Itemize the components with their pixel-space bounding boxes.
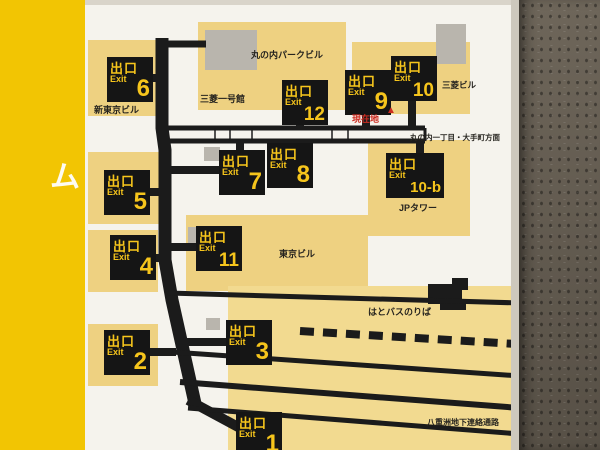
exit-kanji: 出口 <box>110 61 139 76</box>
exit-kanji: 出口 <box>239 416 268 431</box>
frame-text-fragment: ム <box>50 161 80 194</box>
current-location-marker-icon: ▲ <box>386 105 396 116</box>
exit-kanji: 出口 <box>222 154 251 169</box>
label-shin-tokyo-bldg: 新東京ビル <box>94 105 140 115</box>
exit-kanji: 出口 <box>107 174 136 189</box>
exit-en: Exit <box>107 187 124 197</box>
bus-stop-dashes <box>299 327 517 348</box>
label-mitsubishi-ichigokan: 三菱一号館 <box>200 94 246 104</box>
exit-number: 2 <box>133 348 147 375</box>
exit-kanji: 出口 <box>199 230 228 245</box>
wall-texture <box>519 0 600 450</box>
label-yaesu-passage: 八重洲地下連絡通路 <box>427 418 499 427</box>
corridor-ticks <box>214 128 349 141</box>
exit-en: Exit <box>222 167 239 177</box>
label-hato-bus: はとバスのりば <box>368 307 432 317</box>
exit-number: 12 <box>303 104 325 125</box>
sign-frame-yellow-strip: ム <box>0 0 85 450</box>
exit-number: 5 <box>133 188 147 215</box>
exit-en: Exit <box>348 87 365 97</box>
exit-number: 10-b <box>410 179 441 196</box>
main-corridor <box>155 38 203 410</box>
exit-en: Exit <box>113 252 130 262</box>
exit-number: 9 <box>374 88 388 115</box>
exit-en: Exit <box>389 170 406 180</box>
exit-kanji: 出口 <box>270 147 299 162</box>
exit-en: Exit <box>239 429 256 439</box>
exit-number: 3 <box>255 338 269 365</box>
black-structure <box>452 278 468 290</box>
exit-en: Exit <box>394 73 411 83</box>
exit-kanji: 出口 <box>285 84 314 99</box>
label-marunouchi-park: 丸の内パークビル <box>251 50 324 60</box>
label-direction: 丸の内一丁目・大手町方面 <box>410 133 500 142</box>
label-jp-tower: JPタワー <box>399 203 438 213</box>
label-current-location: 現在地 <box>352 114 380 124</box>
black-structure <box>440 300 466 310</box>
exit-kanji: 出口 <box>229 324 258 339</box>
gray-structure <box>204 147 220 161</box>
exit-number: 10 <box>412 80 434 101</box>
gray-structure <box>206 318 220 330</box>
exit-kanji: 出口 <box>113 239 142 254</box>
label-tokyo-bldg: 東京ビル <box>279 249 316 259</box>
gray-structure <box>205 30 257 70</box>
exit-kanji: 出口 <box>348 74 377 89</box>
exit-kanji: 出口 <box>389 157 418 172</box>
exit-number: 4 <box>139 253 153 280</box>
exit-number: 11 <box>218 250 239 271</box>
exit-en: Exit <box>229 337 246 347</box>
exit-en: Exit <box>199 243 216 253</box>
exit-en: Exit <box>270 160 287 170</box>
exit-kanji: 出口 <box>394 60 423 75</box>
exit-number: 7 <box>248 168 262 195</box>
exit-number: 6 <box>136 75 150 102</box>
exit-kanji: 出口 <box>107 334 136 349</box>
label-mitsubishi-bldg: 三菱ビル <box>442 80 477 90</box>
exit-number: 1 <box>265 430 279 450</box>
exit-en: Exit <box>107 347 124 357</box>
exit-en: Exit <box>110 74 127 84</box>
gray-structure <box>436 24 466 64</box>
exit-en: Exit <box>285 97 302 107</box>
exit-number: 8 <box>296 161 310 188</box>
exit1-corridor <box>185 395 243 433</box>
panel-top-edge <box>85 0 519 5</box>
